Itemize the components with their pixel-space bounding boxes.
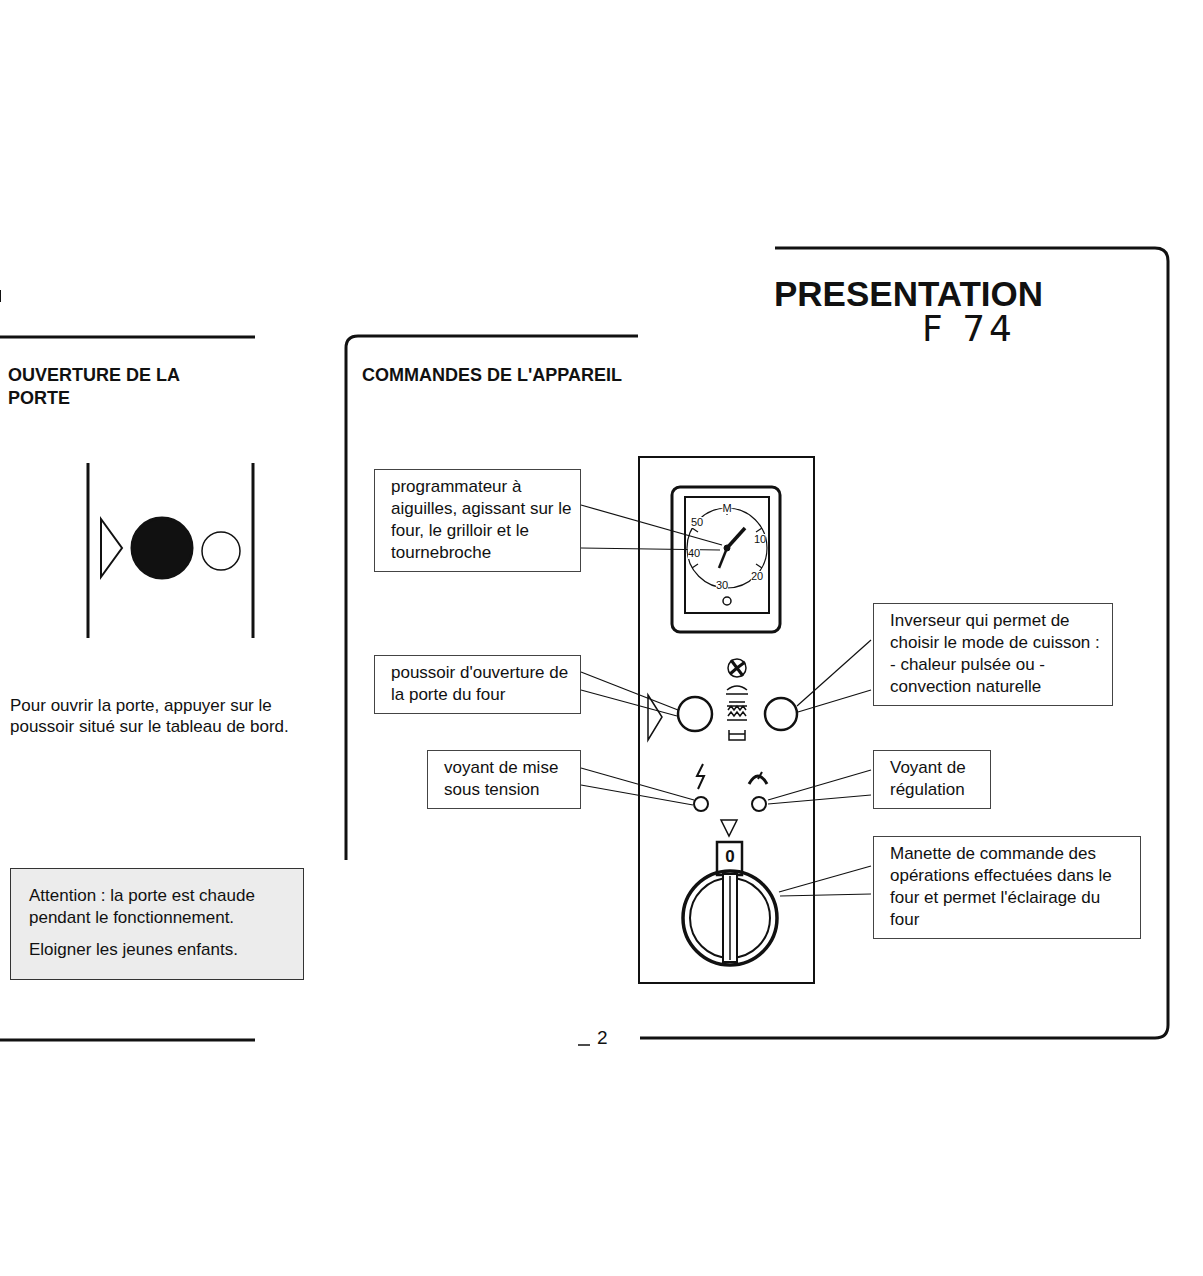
handwritten-note: F 74: [922, 306, 1016, 351]
callout-box: programmateur à aiguilles, agissant sur …: [374, 469, 581, 572]
section-heading: COMMANDES DE L'APPAREIL: [362, 364, 622, 387]
callout-text: programmateur à aiguilles, agissant sur …: [391, 476, 572, 564]
callout-box: voyant de mise sous tension: [427, 750, 581, 809]
callout-text: Manette de commande des opérations effec…: [890, 843, 1132, 931]
section-rule: [0, 336, 255, 339]
section-heading: OUVERTURE DE LA PORTE: [8, 364, 238, 409]
dial-number: 10: [754, 534, 766, 545]
page-number: 2: [597, 1026, 608, 1050]
callout-text: poussoir d'ouverture de la porte du four: [391, 662, 572, 706]
warning-text: Eloigner les jeunes enfants.: [29, 939, 289, 961]
section-rule: [0, 1039, 255, 1042]
callout-box: Manette de commande des opérations effec…: [873, 836, 1141, 939]
door-button-figure: [88, 463, 253, 638]
leader-line: [581, 505, 871, 896]
warning-text: Attention : la porte est chaude pendant …: [29, 885, 289, 929]
dial-number: 30: [716, 580, 728, 591]
callout-text: Inverseur qui permet de choisir le mode …: [890, 610, 1104, 698]
callout-box: poussoir d'ouverture de la porte du four: [374, 655, 581, 714]
callout-text: Voyant de régulation: [890, 757, 982, 801]
callout-text: voyant de mise sous tension: [444, 757, 572, 801]
callout-box: Voyant de régulation: [873, 750, 991, 809]
body-text: Pour ouvrir la porte, appuyer sur le pou…: [10, 695, 310, 738]
control-panel: [639, 457, 814, 983]
section-frame: [346, 336, 638, 860]
callout-box: Inverseur qui permet de choisir le mode …: [873, 603, 1113, 706]
knob-mark: 0: [725, 848, 734, 865]
dial-number: 20: [751, 571, 763, 582]
page-dash: [578, 1044, 590, 1046]
dial-number: M: [722, 503, 731, 514]
warning-box: Attention : la porte est chaude pendant …: [10, 868, 304, 980]
margin-mark: [0, 290, 1, 302]
dial-number: 50: [691, 517, 703, 528]
section-frame: [640, 248, 1168, 1038]
dial-number: 40: [688, 548, 700, 559]
